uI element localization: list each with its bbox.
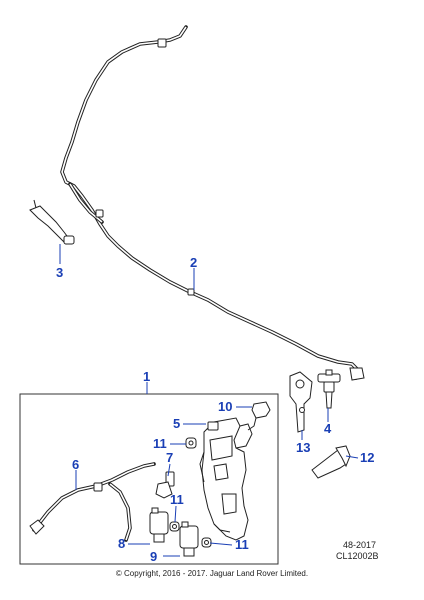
pump-hose <box>29 462 156 542</box>
copyright-notice: © Copyright, 2016 - 2017. Jaguar Land Ro… <box>116 569 308 578</box>
nozzle-bracket <box>289 371 313 433</box>
grommet-11c <box>201 537 212 548</box>
washer-reservoir <box>199 417 253 541</box>
callout-11a: 11 <box>153 436 167 451</box>
callout-7: 7 <box>166 450 173 465</box>
callout-5: 5 <box>173 416 180 431</box>
callout-10: 10 <box>218 399 232 414</box>
callout-1: 1 <box>143 369 150 384</box>
leader-lines <box>59 244 359 557</box>
date-code: 48-2017 <box>343 540 376 550</box>
callout-13: 13 <box>296 440 310 455</box>
reservoir-cap <box>247 401 271 431</box>
reservoir-kit-frame <box>19 393 279 565</box>
headlamp-washer-jet <box>317 369 341 409</box>
callout-8: 8 <box>118 536 125 551</box>
grommet-11b <box>169 521 180 532</box>
callout-4: 4 <box>324 421 332 436</box>
callout-9: 9 <box>150 549 157 564</box>
drawing-code: CL12002B <box>336 551 379 561</box>
callout-3: 3 <box>56 265 63 280</box>
callout-6: 6 <box>72 457 79 472</box>
filler-neck-seal <box>311 445 351 479</box>
grommet-11a <box>185 437 197 449</box>
callout-12: 12 <box>360 450 374 465</box>
washer-hose-assembly <box>60 25 365 381</box>
callout-11b: 11 <box>170 492 184 507</box>
windshield-washer-jet <box>29 199 75 245</box>
washer-pump-9 <box>179 521 199 557</box>
callout-11c: 11 <box>235 537 249 552</box>
washer-pump-8 <box>149 507 169 543</box>
callout-2: 2 <box>190 255 197 270</box>
